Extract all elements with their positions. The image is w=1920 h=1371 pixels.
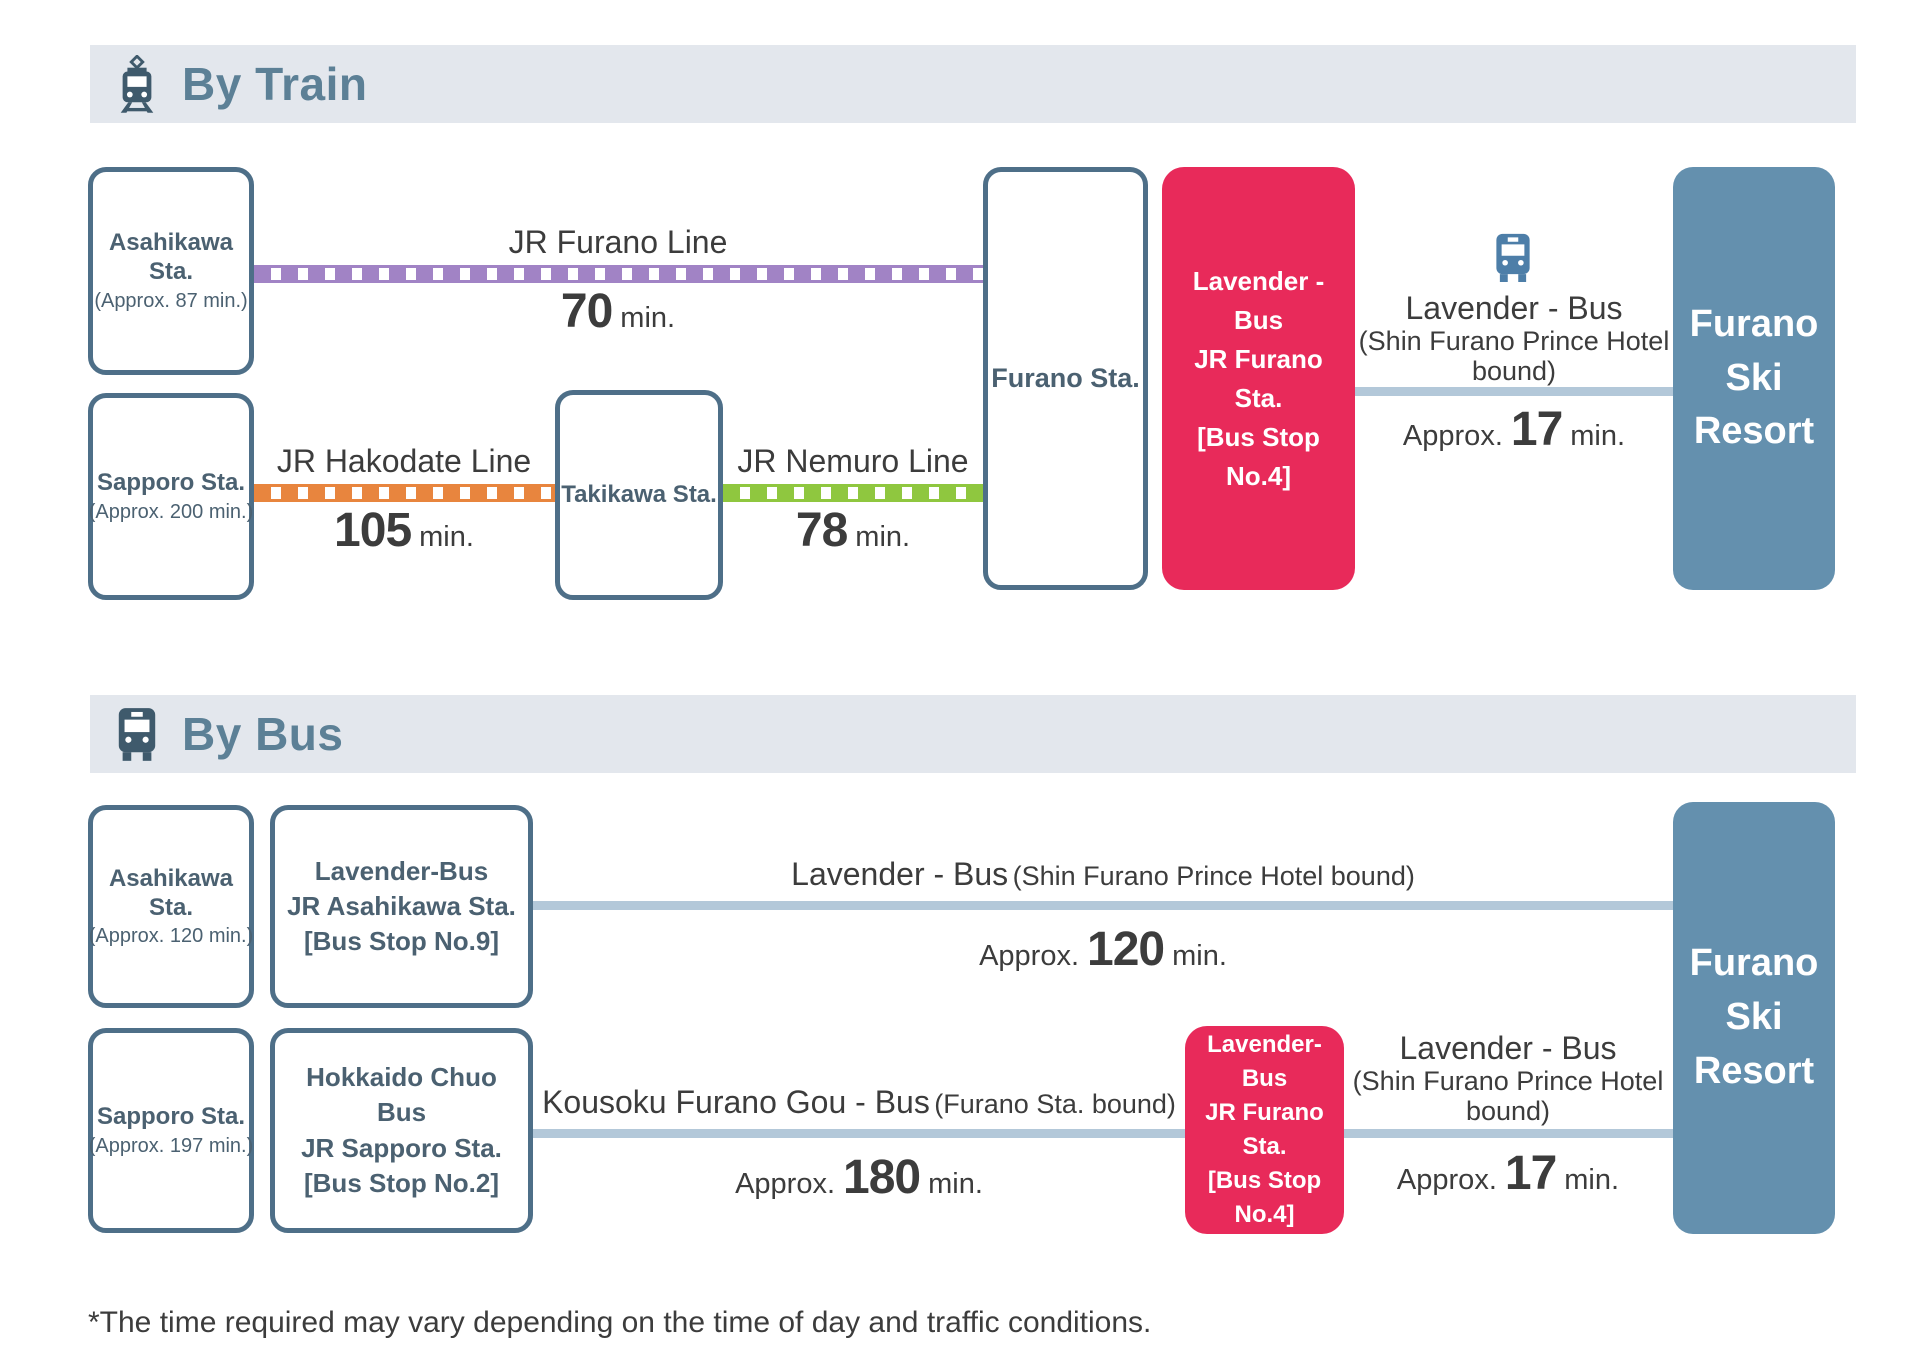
shuttle-bound-train: (Shin Furano Prince Hotel bound) [1358, 326, 1670, 387]
bus-stop-line1: Hokkaido Chuo Bus [306, 1062, 497, 1128]
by-train-title: By Train [182, 58, 368, 110]
station-approx: (Approx. 87 min.) [94, 289, 248, 312]
station-name: Takikawa Sta. [561, 480, 717, 508]
bus-stop-line1: Lavender-Bus [314, 855, 489, 886]
bus-icon [114, 706, 160, 762]
resort-line2: Ski [1725, 356, 1783, 399]
asahikawa-station-box: Asahikawa Sta. (Approx. 87 min.) [88, 167, 254, 375]
resort-line1: Furano [1689, 302, 1819, 345]
by-bus-header: By Bus [90, 695, 1856, 773]
shuttle-bound-bus: (Shin Furano Prince Hotel bound) [1352, 1066, 1664, 1127]
jr-furano-line-label: JR Furano Line [508, 224, 728, 260]
sapporo-station-box: Sapporo Sta. (Approx. 200 min.) [88, 393, 254, 600]
shuttle-connector-bus [1344, 1129, 1673, 1138]
asahikawa-bus-stop-box: Lavender-Bus JR Asahikawa Sta. [Bus Stop… [270, 805, 533, 1008]
shuttle-connector-train [1355, 387, 1673, 396]
station-name: Sapporo Sta. [96, 1103, 246, 1131]
furano-station-box: Furano Sta. [983, 167, 1148, 590]
jr-nemuro-line-rail [723, 484, 983, 502]
resort-line3: Resort [1693, 1049, 1815, 1092]
station-approx: (Approx. 120 min.) [88, 925, 254, 948]
takikawa-station-box: Takikawa Sta. [555, 390, 723, 600]
station-name: Sapporo Sta. [96, 469, 246, 497]
bus-stop-line1: Lavender-Bus [1207, 1030, 1322, 1092]
bus-stop-line2: JR Furano Sta. [1194, 343, 1323, 413]
station-approx: (Approx. 200 min.) [88, 500, 254, 523]
station-name: Asahikawa Sta. [108, 864, 234, 921]
bus-stop-line3: [Bus Stop No.9] [304, 926, 499, 957]
bus-icon [1492, 232, 1534, 288]
sapporo-station-box-bus: Sapporo Sta. (Approx. 197 min.) [88, 1028, 254, 1233]
resort-line2: Ski [1725, 996, 1783, 1039]
footnote: *The time required may vary depending on… [88, 1306, 1152, 1339]
bus-stop-line2: JR Furano Sta. [1205, 1098, 1324, 1160]
sapporo-bus-stop-box: Hokkaido Chuo Bus JR Sapporo Sta. [Bus S… [270, 1028, 533, 1233]
lavender-route-connector [533, 901, 1673, 910]
jr-hakodate-line-label: JR Hakodate Line [276, 443, 532, 479]
kousoku-route-connector [533, 1129, 1185, 1138]
jr-nemuro-line-label: JR Nemuro Line [737, 443, 969, 479]
by-train-header: By Train [90, 45, 1856, 123]
furano-ski-resort-box-train: Furano Ski Resort [1673, 167, 1835, 590]
station-approx: (Approx. 197 min.) [88, 1134, 254, 1157]
train-icon [114, 55, 160, 113]
bus-stop-line3: [Bus Stop No.2] [304, 1167, 499, 1198]
bus-stop-line3: [Bus Stop No.4] [1207, 1167, 1322, 1229]
by-bus-title: By Bus [182, 708, 344, 760]
bus-stop-line3: [Bus Stop No.4] [1197, 421, 1320, 491]
station-name: Furano Sta. [991, 363, 1140, 394]
asahikawa-station-box-bus: Asahikawa Sta. (Approx. 120 min.) [88, 805, 254, 1008]
lavender-route-label: Lavender - Bus (Shin Furano Prince Hotel… [791, 856, 1415, 892]
shuttle-name-bus: Lavender - Bus [1399, 1030, 1617, 1066]
resort-line1: Furano [1689, 942, 1819, 985]
bus-stop-line2: JR Sapporo Sta. [301, 1132, 502, 1163]
lavender-bus-stop-box-train: Lavender - Bus JR Furano Sta. [Bus Stop … [1162, 167, 1355, 590]
jr-hakodate-line-rail [254, 484, 555, 502]
station-name: Asahikawa Sta. [108, 229, 234, 285]
bus-stop-line2: JR Asahikawa Sta. [287, 890, 516, 921]
bus-stop-line1: Lavender - Bus [1192, 265, 1325, 335]
furano-ski-resort-box-bus: Furano Ski Resort [1673, 802, 1835, 1234]
resort-line3: Resort [1693, 410, 1815, 453]
jr-furano-line-rail [254, 265, 983, 283]
lavender-bus-stop-box-bus: Lavender-Bus JR Furano Sta. [Bus Stop No… [1185, 1026, 1344, 1234]
shuttle-name-train: Lavender - Bus [1405, 290, 1623, 326]
kousoku-route-label: Kousoku Furano Gou - Bus (Furano Sta. bo… [542, 1084, 1176, 1120]
